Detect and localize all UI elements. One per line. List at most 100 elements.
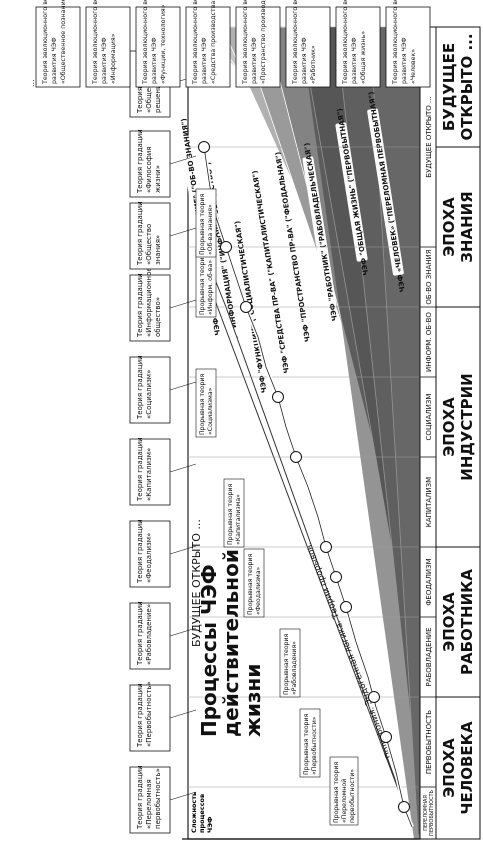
svg-text:«Переломной: «Переломной xyxy=(340,779,348,823)
svg-text:Процессы ЧЭФ: Процессы ЧЭФ xyxy=(197,564,221,737)
stage-node xyxy=(320,541,332,553)
svg-text:«Переломная: «Переломная xyxy=(145,779,153,829)
stage-node xyxy=(290,451,302,463)
svg-text:развития ЧЭФ: развития ЧЭФ xyxy=(351,37,358,84)
svg-text:«Феодализма»: «Феодализма» xyxy=(255,567,262,615)
svg-text:Прорывная теория: Прорывная теория xyxy=(283,634,290,695)
svg-text:решений»: решений» xyxy=(154,76,162,113)
svg-text:Прорывная теория: Прорывная теория xyxy=(199,194,206,255)
formation-label: ФЕОДАЛИЗМ xyxy=(425,558,433,605)
rotated-diagram: ЧЭФ «ЧЕЛОВЕК» ("ПЕРЕЛОМНАЯ ПЕРВОБЫТНАЯ")… xyxy=(27,0,481,840)
svg-text:развития ЧЭФ: развития ЧЭФ xyxy=(101,37,108,84)
formation-label: КАПИТАЛИЗМ xyxy=(425,477,433,527)
svg-text:Теория эволюционного восходяще: Теория эволюционного восходящего xyxy=(292,0,299,85)
svg-text:жизни: жизни xyxy=(241,664,265,737)
svg-text:Теория градации: Теория градации xyxy=(136,601,144,666)
svg-text:Теория градации: Теория градации xyxy=(136,519,144,584)
epoch-label: ИНДУСТРИИ xyxy=(458,373,476,480)
svg-text:«Первобытности»: «Первобытности» xyxy=(310,716,318,775)
svg-text:«Капитализма»: «Капитализма» xyxy=(235,494,242,545)
stage-node xyxy=(220,241,232,253)
svg-text:Теория градации: Теория градации xyxy=(136,355,144,420)
svg-text:развития ЧЭФ: развития ЧЭФ xyxy=(201,37,208,84)
svg-text:«Информация»: «Информация» xyxy=(110,33,117,84)
svg-text:первобытность»: первобытность» xyxy=(154,768,162,829)
formation-label: ИНФОРМ. ОБ-ВО xyxy=(425,312,433,372)
svg-text:«Социализма»: «Социализма» xyxy=(207,387,214,435)
svg-text:Прорывная теория: Прорывная теория xyxy=(199,254,206,315)
svg-text:Теория эволюционного восходяще: Теория эволюционного восходящего xyxy=(192,0,199,85)
svg-text:Теория эволюционного восходяще: Теория эволюционного восходящего xyxy=(42,0,49,85)
svg-text:Теория градации: Теория градации xyxy=(136,683,144,748)
epoch-label: ОТКРЫТО ... xyxy=(458,33,476,140)
svg-text:Теория градации: Теория градации xyxy=(136,765,144,830)
epoch-label: ЭПОХА xyxy=(440,397,458,457)
breakthrough-theory-box: Прорывная теория«Капитализма» xyxy=(223,478,245,548)
svg-text:Теория градации: Теория градации xyxy=(136,201,144,266)
formation-label: ПЕРЕЛОМНАЯ xyxy=(423,795,429,831)
epoch-label: ЭПОХА xyxy=(440,592,458,652)
formation-label: ПЕРВОБЫТНОСТЬ xyxy=(429,790,435,836)
stage-node xyxy=(380,731,392,743)
svg-text:Прорывная теория: Прорывная теория xyxy=(333,762,340,823)
svg-text:Теория эволюционного восходяще: Теория эволюционного восходящего xyxy=(142,0,149,85)
svg-text:«Общая жизнь»: «Общая жизнь» xyxy=(359,31,367,84)
svg-text:«Работник»: «Работник» xyxy=(309,45,317,84)
svg-text:знания»: знания» xyxy=(154,235,162,265)
svg-text:Теория градации: Теория градации xyxy=(136,273,144,338)
stage-node xyxy=(340,601,352,613)
svg-text:Сложность: Сложность xyxy=(190,792,198,833)
gradation-theory-box: Теория градации«Феодализм» xyxy=(129,519,197,588)
epoch-label: ЧЕЛОВЕКА xyxy=(458,721,476,815)
stage-node xyxy=(368,691,380,703)
svg-text:«Средства производства»: «Средства производства» xyxy=(210,0,217,84)
svg-text:Прорывная теория: Прорывная теория xyxy=(199,374,206,435)
svg-text:«Пространство производства и ж: «Пространство производства и жизни» xyxy=(260,0,267,84)
svg-text:развития ЧЭФ: развития ЧЭФ xyxy=(401,37,408,84)
svg-text:«Рабовладение»: «Рабовладение» xyxy=(145,604,153,665)
svg-text:развития ЧЭФ: развития ЧЭФ xyxy=(51,37,58,84)
stage-node xyxy=(398,801,410,813)
svg-text:Прорывная теория: Прорывная теория xyxy=(303,714,310,775)
svg-text:«Об-ва знания»: «Об-ва знания» xyxy=(206,204,214,255)
breakthrough-theory-box: Прорывная теория«Социализма» xyxy=(195,368,217,438)
formation-label: ПЕРВОБЫТНОСТЬ xyxy=(425,710,433,774)
svg-text:развития ЧЭФ: развития ЧЭФ xyxy=(251,37,258,84)
svg-text:«Функции, технология»: «Функции, технология» xyxy=(160,4,167,84)
svg-text:«Общество: «Общество xyxy=(145,224,153,265)
svg-text:Теория эволюционного восходяще: Теория эволюционного восходящего xyxy=(242,0,249,85)
breakthrough-theory-box: Прорывная теория«Первобытности» xyxy=(299,708,321,778)
epoch-label: ЭПОХА xyxy=(440,738,458,798)
svg-text:«Информационное: «Информационное xyxy=(145,267,153,337)
svg-text:Теория градации: Теория градации xyxy=(136,437,144,502)
svg-text:«Капитализм»: «Капитализм» xyxy=(145,448,153,501)
stage-node xyxy=(198,141,210,153)
svg-text:первобытности»: первобытности» xyxy=(348,769,356,823)
gradation-theory-box: Теория градации«Капитализм» xyxy=(129,437,197,506)
svg-text:Теория эволюционного восходяще: Теория эволюционного восходящего xyxy=(92,0,99,85)
svg-text:жизни»: жизни» xyxy=(154,165,162,193)
svg-text:«Философия: «Философия xyxy=(145,147,153,194)
breakthrough-theory-box: Прорывная теория«Информ. об-ва» xyxy=(195,248,217,318)
svg-text:действительной: действительной xyxy=(219,549,243,737)
svg-text:«Информ. об-ва»: «Информ. об-ва» xyxy=(206,260,214,315)
epoch-label: ЗНАНИЯ xyxy=(458,191,476,262)
svg-text:«Социализм»: «Социализм» xyxy=(145,370,153,419)
stage-node xyxy=(240,301,252,313)
epoch-label: ЭПОХА xyxy=(440,197,458,257)
svg-text:развития ЧЭФ: развития ЧЭФ xyxy=(301,37,308,84)
epoch-label: РАБОТНИКА xyxy=(458,569,476,675)
stage-node xyxy=(330,571,342,583)
breakthrough-theory-box: Прорывная теория«Рабовладения» xyxy=(279,628,301,698)
future-open-label: БУДУЩЕЕ ОТКРЫТО ... xyxy=(190,519,203,647)
